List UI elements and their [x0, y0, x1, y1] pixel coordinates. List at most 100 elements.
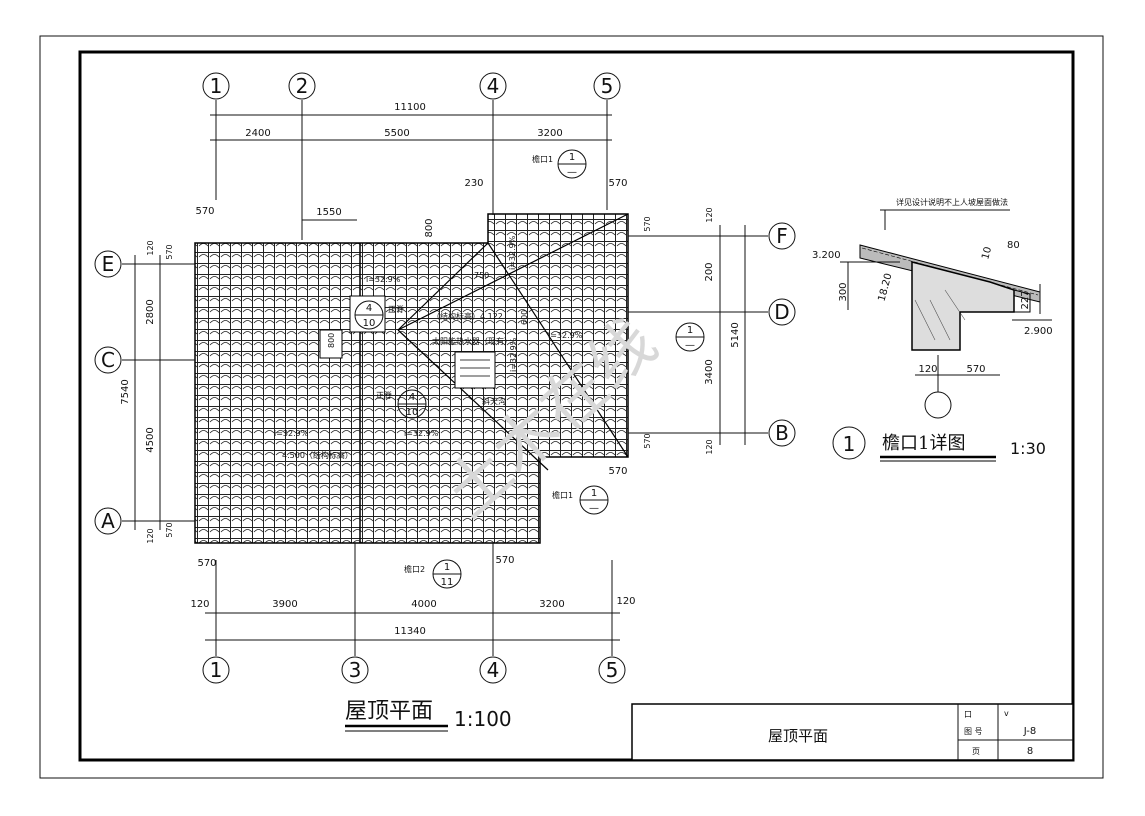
drawing-label: 5500	[384, 128, 409, 139]
axis-bottom-5: 5	[606, 658, 619, 682]
drawing-label: 4	[409, 392, 415, 403]
plan-notes: i=32.9% i=32.9% i=32.9% i=32.9% i=32.9% …	[274, 235, 583, 460]
drawing-label: 4.500（结构标高）	[282, 450, 353, 460]
drawing-label: 570	[966, 364, 985, 375]
drawing-label: v	[1004, 709, 1009, 718]
detail-scale: 1:30	[1010, 439, 1046, 458]
drawing-label: 200	[704, 262, 715, 281]
drawing-label: 120	[146, 240, 155, 255]
drawing-label: 图 号	[964, 727, 983, 736]
drawing-label: 11	[441, 577, 454, 588]
drawing-label: 120	[146, 528, 155, 543]
axes-top: 1 2 4 5	[202, 72, 621, 240]
axis-top-5: 5	[601, 74, 614, 98]
solar-heater	[454, 351, 496, 389]
drawing-label: 120	[616, 596, 635, 607]
drawing-label: 750	[474, 271, 489, 280]
axis-left-C: C	[101, 348, 115, 372]
drawing-label: i=32.9%	[404, 429, 439, 438]
drawing-label: 227	[1020, 290, 1031, 309]
drawing-label: 570	[608, 178, 627, 189]
dims-left: 7540 2800 4500 120 570 120 570	[120, 240, 174, 543]
drawing-label: 570	[643, 216, 652, 231]
drawing-label: 4500	[145, 427, 156, 452]
axis-right-B: B	[775, 421, 789, 445]
drawing-label: 11100	[394, 102, 426, 113]
drawing-label: 2.900	[1024, 326, 1053, 337]
drawing-label: 太阳能热水器（现有）	[432, 336, 512, 346]
drawing-label: 1550	[316, 207, 341, 218]
outer-frame	[39, 35, 1104, 779]
drawing-label: i=32.9%	[274, 429, 309, 438]
drawing-label: 570	[197, 558, 216, 569]
drawing-label: 3400	[704, 359, 715, 384]
drawing-label: —	[567, 167, 577, 178]
drawing-label: 120	[705, 207, 714, 222]
axes-right: F D B	[628, 222, 796, 447]
drawing-label: 1	[591, 488, 597, 499]
drawing-label: 570	[165, 522, 174, 537]
axis-top-4: 4	[487, 74, 500, 98]
drawing-label: 300	[838, 282, 849, 301]
dims-bottom: 3900 4000 3200 11340 120 120 570 570 570	[190, 466, 636, 641]
drawing-label: 570	[165, 244, 174, 259]
eave-detail: 详见设计说明不上人坡屋面做法 3.200 300 18.20 80 10 227…	[812, 197, 1053, 462]
drawing-label: 正脊	[388, 304, 404, 314]
drawing-label: 1	[444, 562, 450, 573]
detail-refs: 1 — 檐口1 1 — 檐口1 1 11 檐口2 4 10 4 10 1 —	[354, 149, 705, 589]
plan-scale: 1:100	[454, 707, 512, 731]
roof-plan	[194, 213, 629, 544]
drawing-label: 口	[964, 710, 972, 719]
drawing-label: 570	[495, 555, 514, 566]
drawing-label: 120	[705, 439, 714, 454]
drawing-label: 570	[195, 206, 214, 217]
drawing-label: 1	[687, 325, 693, 336]
axis-left-A: A	[101, 509, 115, 533]
drawing-label: 10	[363, 318, 376, 329]
axis-top-1: 1	[210, 74, 223, 98]
detail-title: 檐口1详图	[882, 433, 965, 454]
drawing-label: 正脊	[376, 390, 392, 400]
axis-bottom-1: 1	[210, 658, 223, 682]
drawing-label: i=32.9%	[548, 331, 583, 340]
plan-title: 屋顶平面	[345, 699, 433, 724]
drawing-label: 800	[424, 218, 435, 237]
drawing-label: i=32.9%	[508, 235, 517, 270]
drawing-label: 页	[972, 747, 980, 756]
drawing-label: 4000	[411, 599, 436, 610]
drawing-label: 1	[569, 152, 575, 163]
dims-right: 200 3400 5140 120 570 120 570	[643, 207, 746, 455]
drawing-label: 800	[327, 333, 336, 348]
axes-left: E C A	[94, 250, 195, 535]
drawing-label: —	[685, 340, 695, 351]
drawing-label: 600	[520, 310, 529, 325]
tb-drawing-name: 屋顶平面	[768, 727, 828, 745]
axis-left-E: E	[102, 252, 115, 276]
drawing-label: 80	[1007, 240, 1020, 251]
axis-bottom-3: 3	[349, 658, 362, 682]
drawing-label: 3200	[539, 599, 564, 610]
drawing-label: 7540	[120, 379, 131, 404]
drawing-label: 120	[190, 599, 209, 610]
drawing-label: 3900	[272, 599, 297, 610]
axis-right-F: F	[776, 224, 788, 248]
drawing-label: 10	[406, 407, 419, 418]
drawing-label: 3.200	[812, 250, 841, 261]
drawing-label: 570	[643, 433, 652, 448]
drawing-label: —	[589, 503, 599, 514]
drawing-label: 2800	[145, 299, 156, 324]
axis-top-2: 2	[296, 74, 309, 98]
drawing-label: 5140	[730, 322, 741, 347]
detail-number: 1	[843, 432, 856, 456]
drawing-label: 120	[918, 364, 937, 375]
drawing-label: 3200	[537, 128, 562, 139]
title-block: 屋顶平面 口 图 号 页 v J-8 8	[631, 703, 1074, 761]
drawing-label: 2400	[245, 128, 270, 139]
drawing-label: 檐口1	[552, 490, 573, 500]
drawing-label: 18.20	[877, 272, 895, 303]
drawing-label: 檐口2	[404, 564, 425, 574]
drawing-label: 230	[464, 178, 483, 189]
drawing-label: 斜天沟	[482, 396, 506, 406]
axis-bottom-4: 4	[487, 658, 500, 682]
